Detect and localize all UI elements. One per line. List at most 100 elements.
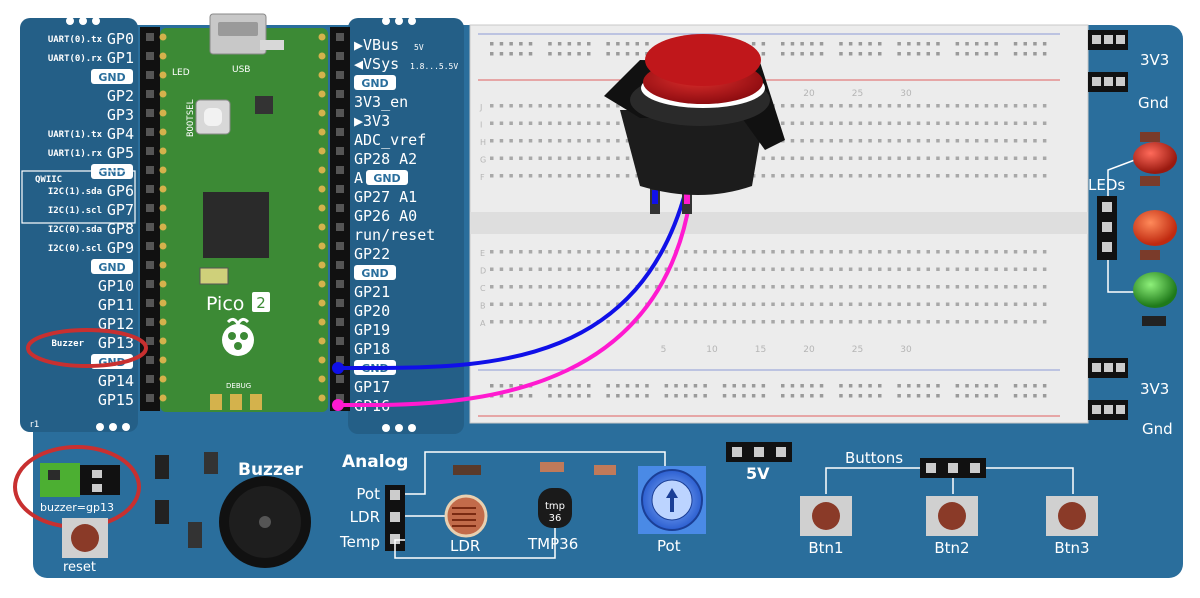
bb-hole bbox=[771, 174, 775, 178]
led-header bbox=[1097, 157, 1141, 293]
bb-hole bbox=[907, 250, 911, 254]
bb-hole bbox=[674, 267, 678, 271]
right-pin-label: GP26 A0 bbox=[354, 207, 417, 225]
vsys-suffix: 1.8...5.5V bbox=[410, 62, 458, 71]
bb-hole bbox=[887, 250, 892, 254]
btn1-button[interactable] bbox=[800, 496, 852, 536]
pot-label: Pot bbox=[657, 537, 681, 555]
bb-hole bbox=[616, 285, 620, 289]
bb-hole bbox=[606, 139, 610, 143]
bb-hole bbox=[926, 139, 930, 143]
bb-hole bbox=[965, 121, 969, 125]
bb-hole bbox=[936, 250, 940, 254]
bb-hole bbox=[994, 139, 998, 143]
rail-hole bbox=[567, 42, 572, 46]
rail-hole bbox=[926, 394, 930, 398]
bb-hole bbox=[781, 250, 785, 254]
bb-hole bbox=[907, 104, 911, 108]
pico-left-header bbox=[20, 18, 138, 432]
bb-hole bbox=[848, 121, 853, 125]
bb-hole bbox=[790, 139, 795, 143]
bb-hole bbox=[790, 285, 795, 289]
rail-hole bbox=[965, 52, 969, 56]
rail-pin bbox=[1104, 363, 1113, 372]
bb-hole bbox=[557, 174, 562, 178]
bb-hole bbox=[587, 320, 591, 324]
bb-hole bbox=[936, 320, 940, 324]
castellation-pad bbox=[318, 337, 326, 345]
bb-hole bbox=[538, 174, 542, 178]
bb-hole bbox=[916, 285, 921, 289]
bb-hole bbox=[722, 250, 727, 254]
bb-hole bbox=[684, 250, 688, 254]
left-pin-gp9: GP9 bbox=[107, 239, 134, 257]
rail-hole bbox=[897, 384, 901, 388]
bb-hole bbox=[926, 156, 930, 160]
bb-hole bbox=[519, 285, 523, 289]
bb-hole bbox=[810, 156, 814, 160]
bb-hole bbox=[548, 121, 552, 125]
bb-hole bbox=[1023, 139, 1027, 143]
bb-hole bbox=[557, 267, 562, 271]
led-label: LED bbox=[172, 68, 190, 78]
bb-hole bbox=[1004, 250, 1008, 254]
bb-hole bbox=[1023, 267, 1027, 271]
big-push-button[interactable] bbox=[604, 34, 785, 214]
rail-hole bbox=[1013, 384, 1018, 388]
bb-hole bbox=[829, 121, 833, 125]
left-pin-gp2: GP2 bbox=[107, 87, 134, 105]
bb-hole bbox=[587, 302, 591, 306]
qwiic-box bbox=[21, 170, 136, 224]
bb-hole bbox=[567, 139, 572, 143]
reset-button[interactable] bbox=[62, 518, 108, 558]
bb-hole bbox=[819, 320, 824, 324]
column-number: 15 bbox=[755, 345, 766, 355]
rail-hole bbox=[557, 52, 562, 56]
5v-label: 5V bbox=[746, 464, 770, 483]
bb-hole bbox=[1042, 250, 1047, 254]
bb-hole bbox=[1033, 121, 1037, 125]
bb-hole bbox=[499, 267, 504, 271]
bb-hole bbox=[975, 285, 979, 289]
rail-hole bbox=[587, 384, 591, 388]
column-number: 20 bbox=[803, 89, 815, 99]
bb-hole bbox=[596, 104, 601, 108]
bb-hole bbox=[868, 285, 872, 289]
potentiometer-knob[interactable] bbox=[638, 466, 706, 534]
bb-hole bbox=[955, 302, 960, 306]
left-pin-gp10: GP10 bbox=[98, 277, 134, 295]
rail-hole bbox=[848, 42, 853, 46]
bb-hole bbox=[781, 267, 785, 271]
row-letter: B bbox=[480, 302, 486, 311]
rail-hole bbox=[635, 384, 639, 388]
bb-hole bbox=[945, 285, 950, 289]
rail-hole bbox=[742, 384, 746, 388]
rail-hole bbox=[1013, 394, 1018, 398]
header-pin bbox=[336, 52, 344, 60]
bb-hole bbox=[742, 267, 746, 271]
bb-hole bbox=[703, 302, 707, 306]
btn2-button[interactable] bbox=[926, 496, 978, 536]
gnd-badge bbox=[354, 75, 396, 90]
bb-hole bbox=[878, 302, 882, 306]
bb-hole bbox=[567, 174, 572, 178]
left-pin-gp14: GP14 bbox=[98, 372, 134, 390]
btn3-button[interactable] bbox=[1046, 496, 1098, 536]
castellation-pad bbox=[318, 185, 326, 193]
rail-hole bbox=[703, 394, 707, 398]
bb-hole bbox=[1023, 285, 1027, 289]
bb-hole bbox=[490, 156, 494, 160]
bb-hole bbox=[887, 302, 892, 306]
bb-hole bbox=[645, 285, 649, 289]
bb-hole bbox=[654, 250, 659, 254]
bb-hole bbox=[926, 285, 930, 289]
bb-hole bbox=[907, 267, 911, 271]
bb-hole bbox=[916, 121, 921, 125]
bb-hole bbox=[829, 174, 833, 178]
bb-hole bbox=[596, 139, 601, 143]
left-pin-gp4: GP4 bbox=[107, 125, 134, 143]
rail-hole bbox=[800, 394, 804, 398]
castellation-pad bbox=[159, 299, 167, 307]
bb-hole bbox=[577, 250, 581, 254]
bb-hole bbox=[616, 139, 620, 143]
